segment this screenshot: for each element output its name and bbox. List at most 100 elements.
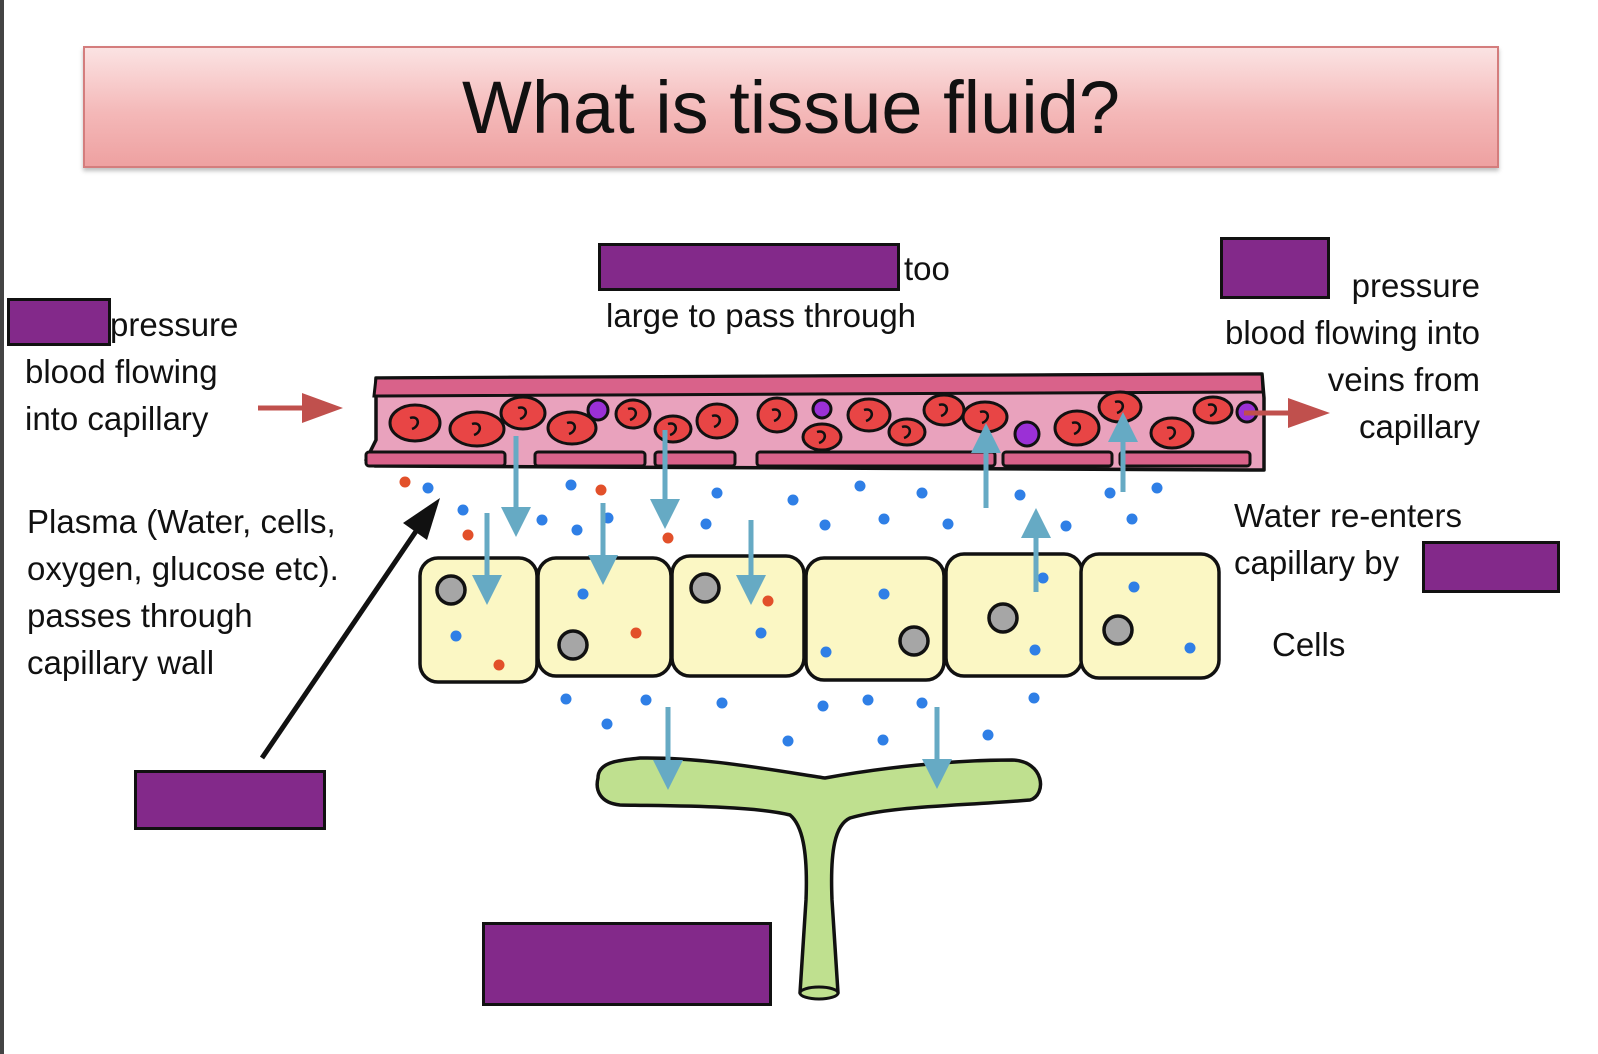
page-title: What is tissue fluid? [461, 66, 1121, 149]
answer-blank-arterial-pressure[interactable] [7, 298, 111, 346]
red-blood-cell [756, 396, 798, 434]
oxygen-particle [601, 718, 613, 730]
label-large-to-pass: large to pass through [606, 297, 917, 334]
label-pressure-right: pressure [1351, 267, 1480, 304]
capillary-wall-pointer-arrow [259, 498, 440, 760]
glucose-particle [762, 595, 774, 607]
red-blood-cell [695, 402, 739, 440]
arrow-down-icon [472, 513, 502, 605]
capillary-wall-segment [653, 450, 737, 468]
arterial-flow-arrow [258, 393, 343, 423]
tissue-cell [670, 554, 806, 678]
oxygen-particle [1128, 581, 1140, 593]
oxygen-particle [817, 700, 829, 712]
oxygen-particle [565, 479, 577, 491]
red-blood-cell [846, 397, 892, 433]
plasma-particles [399, 476, 1196, 747]
oxygen-particle [422, 482, 434, 494]
oxygen-particle [1028, 692, 1040, 704]
red-blood-cell [546, 410, 598, 446]
oxygen-particle [1014, 489, 1026, 501]
cell-nucleus [1102, 614, 1134, 646]
answer-blank-too-large[interactable] [598, 243, 900, 291]
label-plasma-line2: oxygen, glucose etc). [27, 550, 339, 587]
oxygen-particle [1037, 572, 1049, 584]
label-too: too [904, 250, 950, 287]
oxygen-particle [878, 513, 890, 525]
oxygen-particle [640, 694, 652, 706]
oxygen-particle [862, 694, 874, 706]
oxygen-particle [1104, 487, 1116, 499]
oxygen-particle [877, 734, 889, 746]
oxygen-particle [560, 693, 572, 705]
red-blood-cell [1053, 409, 1101, 447]
label-plasma-line1: Plasma (Water, cells, [27, 503, 336, 540]
tissue-cells [418, 552, 1221, 684]
red-blood-cell [499, 395, 547, 431]
arrow-down-icon [588, 503, 618, 585]
label-water-reenters: Water re-enters [1234, 497, 1463, 534]
capillary-wall-segment [1001, 450, 1114, 468]
capillary [364, 372, 1266, 472]
capillary-wall-segment [533, 450, 647, 468]
label-plasma-line4: capillary wall [27, 644, 215, 681]
answer-blank-tissue-fluid[interactable] [134, 770, 326, 830]
oxygen-particle [916, 697, 928, 709]
oxygen-particle [536, 514, 548, 526]
oxygen-particle [755, 627, 767, 639]
arrow-up-icon [971, 423, 1001, 508]
oxygen-particle [819, 519, 831, 531]
oxygen-particle [716, 697, 728, 709]
glucose-particle [595, 484, 607, 496]
tissue-cell [804, 556, 946, 682]
label-cells: Cells [1272, 626, 1346, 663]
red-blood-cell [922, 393, 966, 427]
white-blood-cell [811, 398, 833, 420]
oxygen-particle [711, 487, 723, 499]
oxygen-particle [700, 518, 712, 530]
oxygen-particle [1126, 513, 1138, 525]
answer-blank-venous-pressure[interactable] [1220, 237, 1330, 299]
oxygen-particle [1060, 520, 1072, 532]
glucose-particle [630, 627, 642, 639]
label-blood-flowing: blood flowing [25, 353, 218, 390]
oxygen-particle [982, 729, 994, 741]
white-blood-cell [586, 398, 610, 422]
red-blood-cell [887, 417, 927, 447]
red-blood-cell [614, 398, 652, 430]
oxygen-particle [1184, 642, 1196, 654]
oxygen-particle [942, 518, 954, 530]
glucose-particle [662, 532, 674, 544]
oxygen-particle [820, 646, 832, 658]
answer-blank-lymph-vessel[interactable] [482, 922, 772, 1006]
capillary-wall-segment [364, 450, 507, 468]
oxygen-particle [457, 504, 469, 516]
tissue-cell [1079, 552, 1221, 680]
oxygen-particle [450, 630, 462, 642]
lymph-vessel-opening [798, 985, 840, 1001]
label-pressure-left: pressure [110, 306, 239, 343]
label-veins-from: veins from [1327, 361, 1480, 398]
label-into-capillary: into capillary [25, 400, 209, 437]
cell-nucleus [898, 625, 930, 657]
cell-nucleus [557, 629, 589, 661]
oxygen-particle [878, 588, 890, 600]
red-blood-cell [1192, 395, 1234, 425]
oxygen-particle [1151, 482, 1163, 494]
venous-flow-arrow [1244, 398, 1330, 428]
oxygen-particle [916, 487, 928, 499]
answer-blank-reentry-process[interactable] [1422, 541, 1560, 593]
arrow-up-icon [1021, 508, 1051, 592]
lymph-vessel [595, 756, 1043, 1000]
oxygen-particle [577, 588, 589, 600]
oxygen-particle [782, 735, 794, 747]
red-blood-cell [388, 403, 442, 443]
arrow-down-icon [736, 520, 766, 605]
glucose-particle [399, 476, 411, 488]
red-blood-cells [388, 390, 1234, 452]
oxygen-particle [1029, 644, 1041, 656]
cell-nucleus [435, 574, 467, 606]
label-capillary: capillary [1358, 408, 1480, 445]
capillary-wall-segment [755, 450, 997, 468]
red-blood-cell [653, 414, 693, 444]
